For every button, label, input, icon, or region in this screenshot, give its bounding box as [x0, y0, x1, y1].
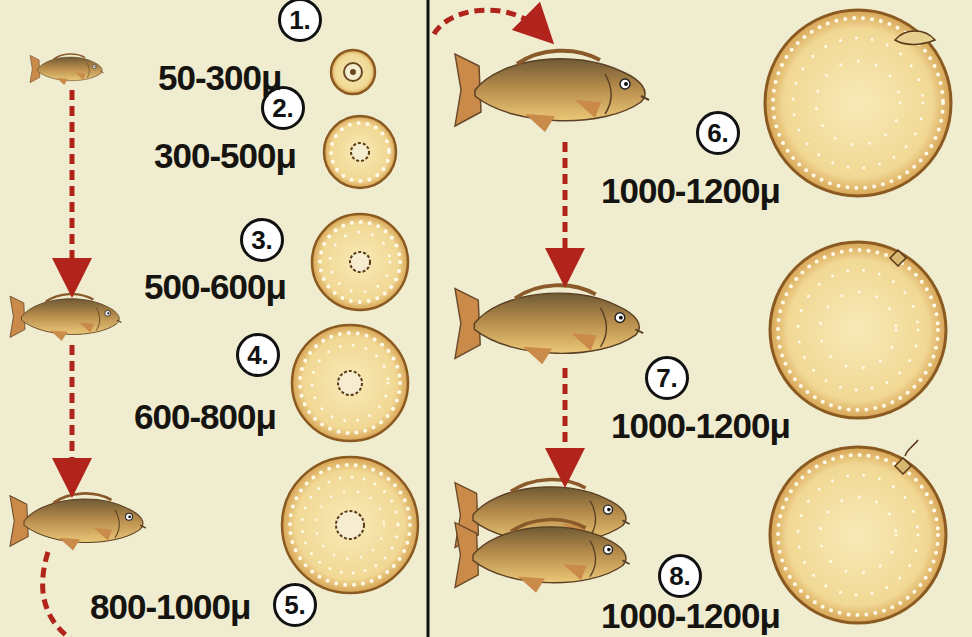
callout-circle: 5.	[273, 583, 317, 627]
callout-circle: 3.	[240, 218, 284, 262]
callout-number: 6.	[707, 120, 729, 146]
callout-number: 5.	[284, 592, 306, 618]
size-label: 1000-1200μ	[601, 598, 780, 633]
size-label: 1000-1200μ	[601, 173, 780, 208]
callout-circle: 4.	[236, 333, 280, 377]
callout-number: 8.	[669, 563, 691, 589]
callout-number: 3.	[251, 227, 273, 253]
size-label: 600-800μ	[134, 399, 276, 434]
callout-circle: 1.	[278, 0, 322, 42]
size-label: 50-300μ	[158, 60, 281, 95]
callout-circle: 8.	[658, 554, 702, 598]
size-label: 1000-1200μ	[611, 408, 790, 443]
size-label: 300-500μ	[154, 138, 296, 173]
callout-number: 7.	[656, 365, 678, 391]
callout-circle: 7.	[645, 356, 689, 400]
callout-number: 4.	[247, 342, 269, 368]
callout-number: 1.	[289, 7, 311, 33]
size-label: 800-1000μ	[90, 589, 250, 624]
size-label: 500-600μ	[144, 269, 286, 304]
callout-circle: 6.	[696, 111, 740, 155]
callout-number: 2.	[272, 95, 294, 121]
